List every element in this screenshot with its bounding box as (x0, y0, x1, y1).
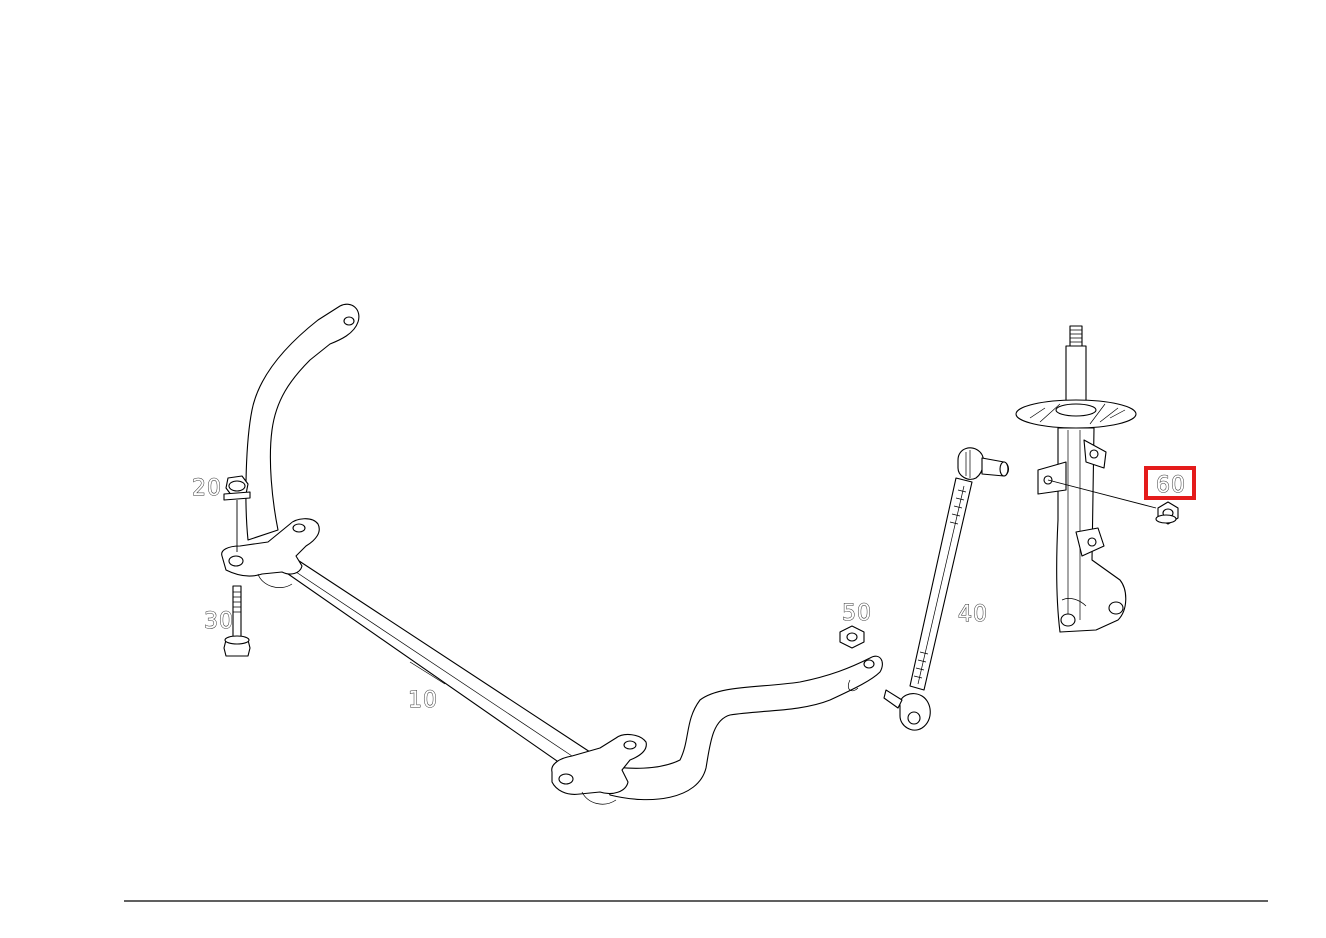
nut-50[interactable] (839, 625, 865, 649)
callout-20[interactable]: 20 (192, 476, 222, 502)
right-clamp-bracket[interactable] (551, 733, 647, 805)
callout-50[interactable]: 50 (842, 601, 872, 627)
callout-10[interactable]: 10 (408, 688, 438, 714)
flange-nut-60[interactable] (1047, 479, 1179, 525)
callout-60[interactable]: 60 (1156, 473, 1186, 499)
bolt-30[interactable] (223, 585, 251, 657)
callout-40[interactable]: 40 (958, 602, 988, 628)
stabilizer-link-40[interactable] (883, 447, 1010, 731)
stabilizer-bar[interactable] (245, 303, 883, 801)
highlight-box-60 (1144, 466, 1196, 500)
left-clamp-bracket[interactable] (221, 518, 320, 588)
callout-30[interactable]: 30 (204, 609, 234, 635)
strut-assembly (1015, 325, 1137, 633)
flange-nut-20[interactable] (223, 475, 251, 552)
